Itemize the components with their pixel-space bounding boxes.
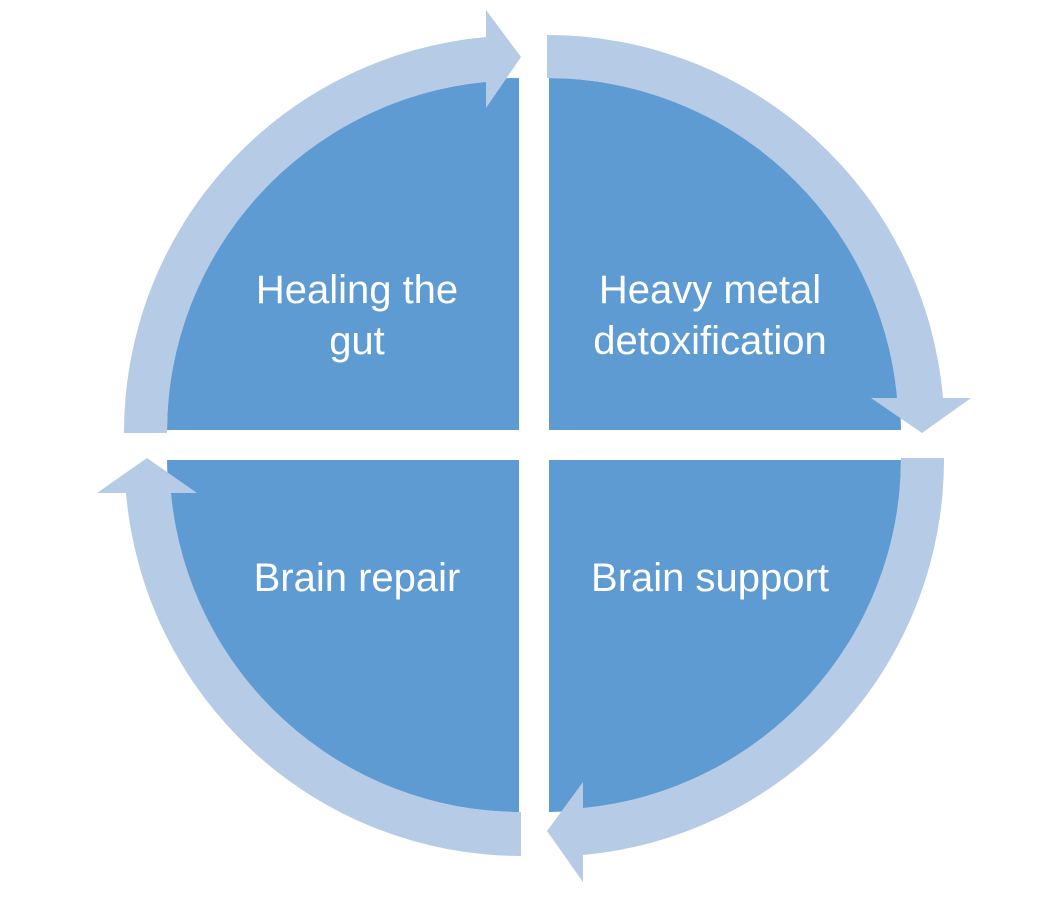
label-healing-the-gut-line1: Healing the	[256, 268, 458, 312]
label-brain-support: Brain support	[591, 556, 829, 600]
quadrant-bottom-left	[167, 460, 519, 812]
label-heavy-metal-line2: detoxification	[593, 319, 826, 363]
quadrant-top-left	[167, 78, 519, 430]
quadrant-top-right	[549, 78, 901, 430]
label-healing-the-gut-line2: gut	[329, 319, 385, 363]
arrow-up-icon	[97, 458, 521, 856]
arrow-left-icon	[547, 458, 945, 882]
arrow-right-icon	[123, 10, 522, 433]
label-heavy-metal-line1: Heavy metal	[599, 268, 821, 312]
quadrant-bottom-right	[549, 460, 901, 812]
label-brain-repair: Brain repair	[254, 556, 461, 600]
arrow-down-icon	[547, 34, 971, 433]
